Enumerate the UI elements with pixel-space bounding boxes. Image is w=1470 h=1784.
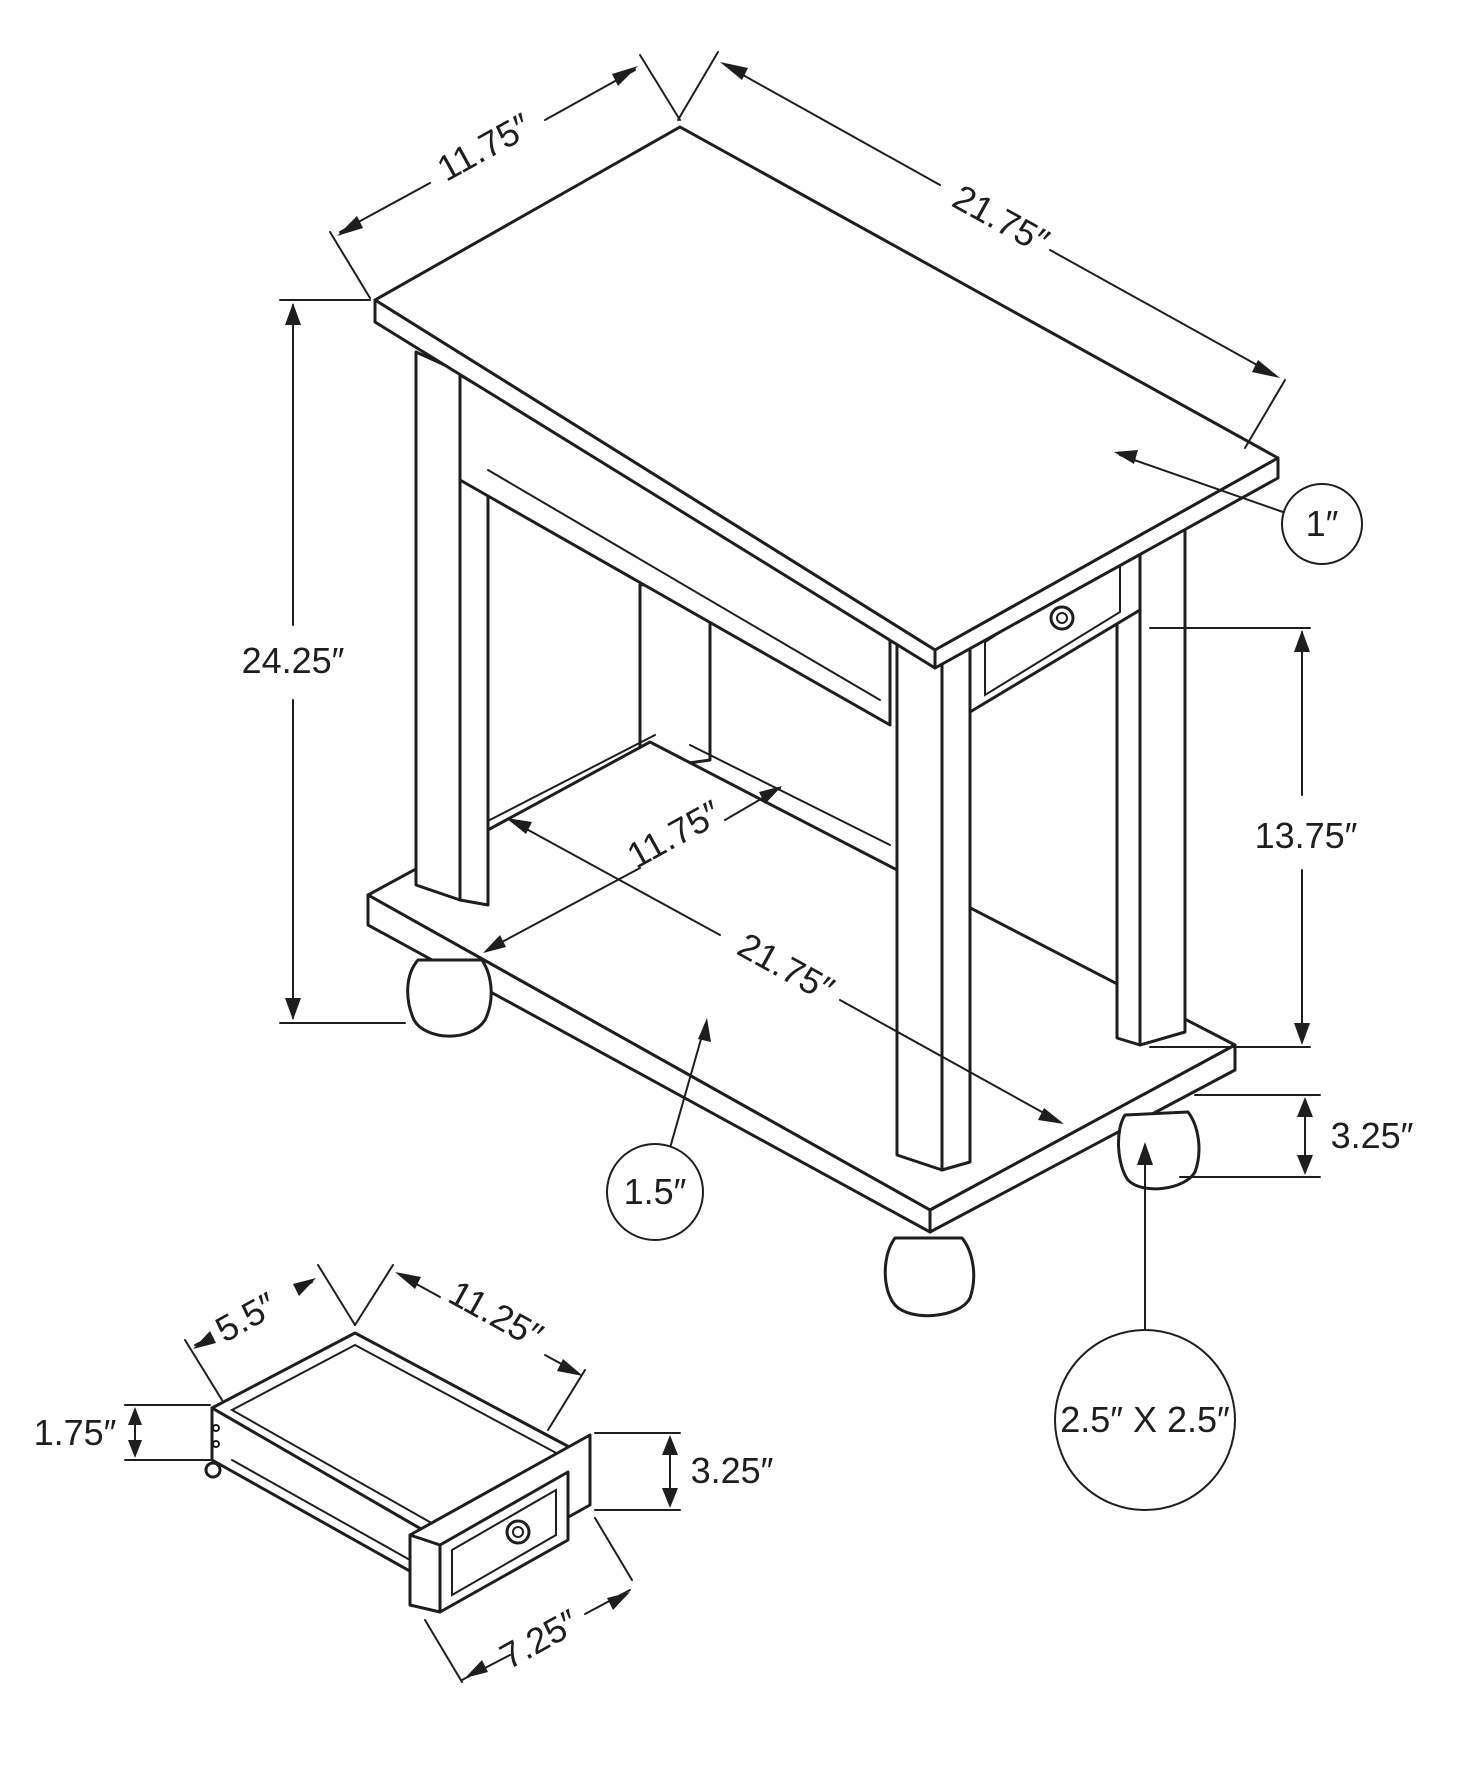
dim-height: 24.25″: [242, 299, 406, 1024]
drawer-slide-rail: [231, 1459, 411, 1561]
callout-circle-top: [1281, 483, 1363, 565]
back-right-leg: [1138, 503, 1187, 1047]
dim-drawer-inner-height: 1.75″: [34, 1404, 211, 1461]
foot-front-left: [406, 958, 493, 1038]
feet: [406, 958, 1201, 1318]
callout-foot-size: 2.5″ X 2.5″: [1054, 1142, 1236, 1511]
dim-top-depth-label: 11.75″: [430, 105, 538, 190]
dim-foot-height: 3.25″: [1179, 1094, 1414, 1178]
dim-top-width-label: 21.75″: [946, 176, 1056, 262]
table-drawing: [366, 125, 1280, 1318]
dim-drawer-front-height-label: 3.25″: [691, 1450, 774, 1491]
drawer-screw-top: [212, 1424, 220, 1432]
callout-circle-shelf: [606, 1143, 704, 1241]
front-right-leg-side: [940, 638, 972, 1172]
front-right-leg: [895, 626, 944, 1172]
drawer-front-face: [438, 1470, 570, 1614]
table-top: [373, 125, 1280, 670]
shelf-right-edge: [689, 744, 891, 846]
dim-drawer-front-height: 3.25″: [594, 1432, 774, 1511]
dim-shelf-clearance-label: 13.75″: [1255, 815, 1358, 856]
callout-shelf-thickness: 1.5″: [606, 1018, 711, 1241]
dim-drawer-width-label: 11.25″: [442, 1272, 550, 1357]
drawer-front-edge: [408, 1533, 442, 1614]
foot-back-right: [1117, 1110, 1201, 1191]
dim-foot-height-label: 3.25″: [1331, 1115, 1414, 1156]
drawer-knob: [505, 1519, 531, 1545]
shelf-side-face: [928, 1043, 1237, 1234]
dim-drawer-depth-label: 5.5″: [209, 1284, 284, 1350]
bottom-shelf: [366, 740, 1237, 1234]
callout-top-thickness-label: 1″: [1306, 503, 1339, 544]
callout-shelf-thickness-label: 1.5″: [624, 1171, 687, 1212]
callout-circle-foot: [1054, 1329, 1236, 1511]
callout-top-thickness: 1″: [1114, 450, 1363, 565]
top-side-edge: [933, 456, 1280, 670]
foot-front-right: [883, 1236, 976, 1318]
front-left-leg: [414, 350, 462, 902]
dim-height-label: 24.25″: [242, 640, 345, 681]
table-drawer-knob: [1049, 605, 1075, 631]
drawer-slide-wheel: [204, 1461, 222, 1479]
drawer-drawing: [204, 1331, 592, 1614]
shelf-back-edge: [479, 734, 656, 826]
drawer-front-inset: [451, 1488, 557, 1597]
callout-foot-size-label: 2.5″ X 2.5″: [1060, 1399, 1230, 1440]
front-apron-rail: [487, 469, 881, 701]
table-dimensions: 11.75″ 21.75″ 24.25″ 1: [242, 51, 1414, 1511]
drawer-screw-bottom: [212, 1440, 220, 1448]
dim-drawer-inner-height-label: 1.75″: [34, 1412, 117, 1453]
dim-drawer-front-width-label: 7.25″: [493, 1601, 586, 1677]
dim-shelf-clearance: 13.75″: [1149, 627, 1358, 1048]
